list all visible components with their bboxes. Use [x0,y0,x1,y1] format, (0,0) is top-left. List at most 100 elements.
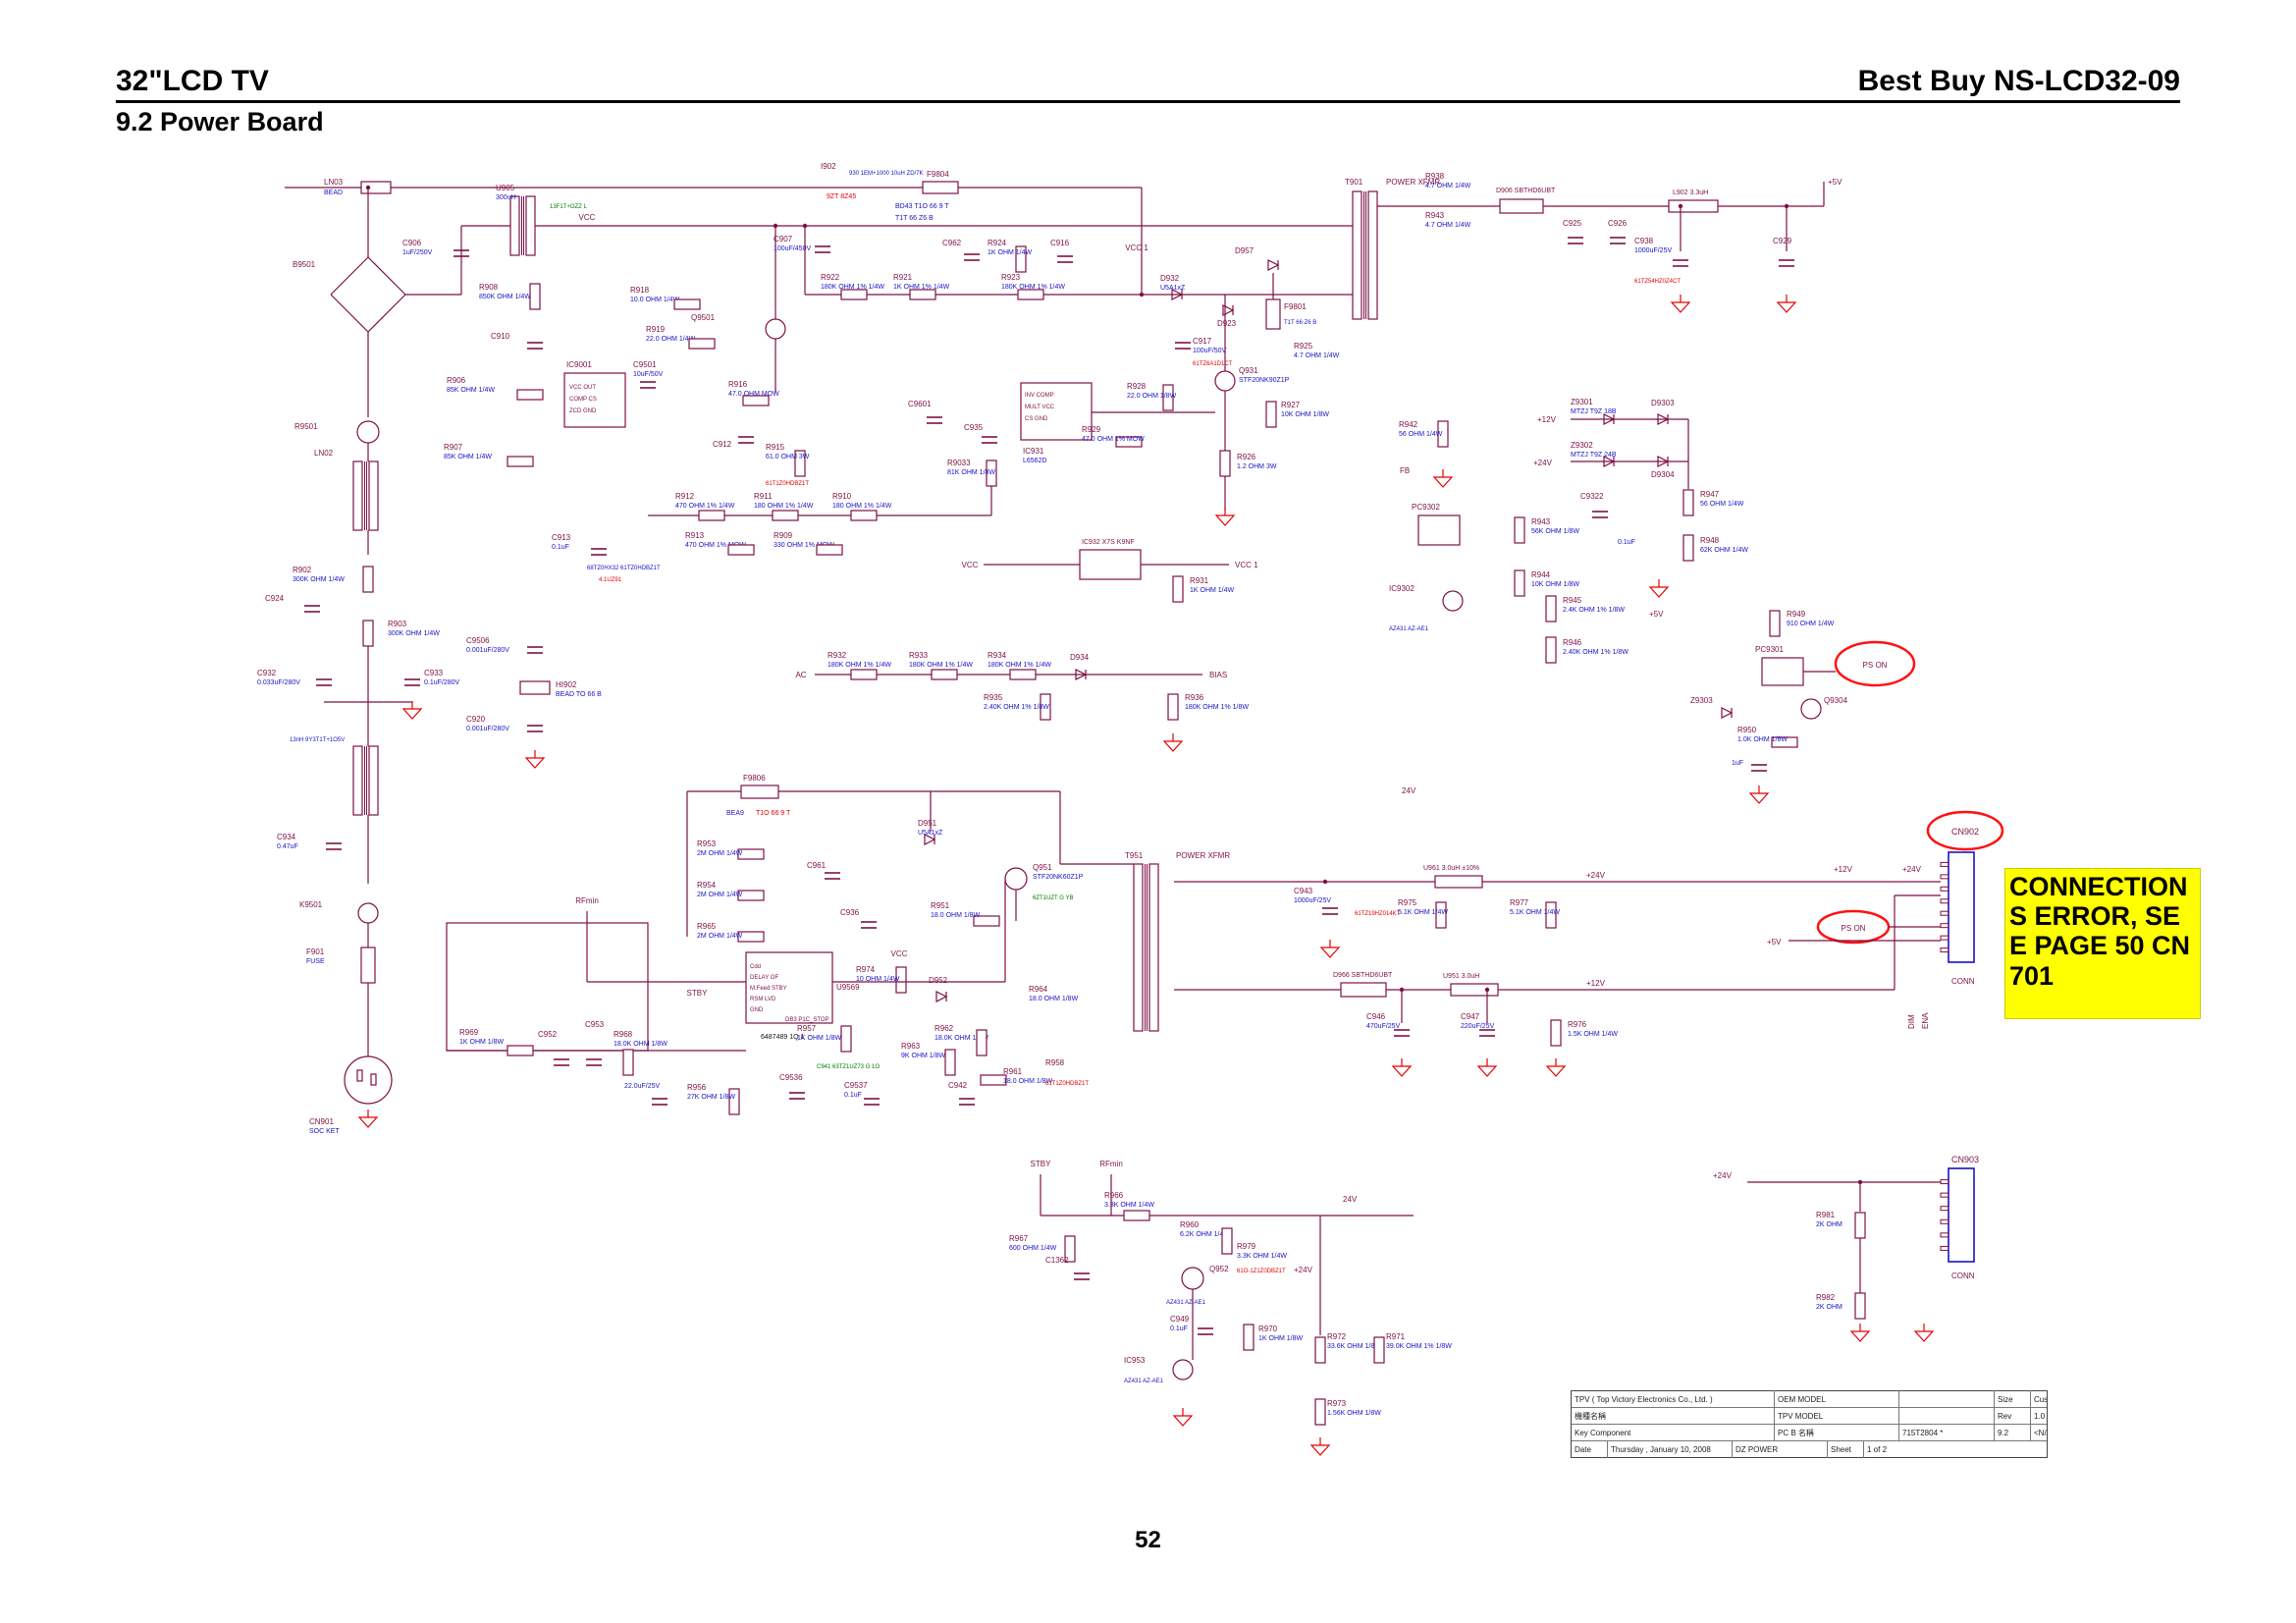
sch-l: K9501 [299,900,323,909]
sch-r [1545,636,1557,664]
sch-l: R924 [988,239,1007,247]
sch-l: 1K OHM 1% 1/4W [893,284,950,291]
sch-l: R909 [774,531,793,540]
sch-l: Q931 [1239,366,1258,375]
sch-l: 180K OHM 1% 1/4W [828,662,891,669]
choke-LN02 [368,460,379,531]
sch-di [1657,456,1670,467]
sch-l: 180K OHM 1% 1/4W [821,284,884,291]
sch-l: PS ON [1863,661,1888,670]
sch-r [1115,436,1143,448]
sch-l: 10K OHM 1/8W [1281,411,1329,418]
sch-l: +12V [1537,415,1557,424]
title-block-row: Key Component PC B 名稱 715T2804 * 9.2 <N/… [1572,1424,2047,1441]
connector-CN902 [1940,935,1949,941]
sch-l: 61T1Z0HDBZ1T [766,481,809,487]
sch-l: D951 [918,819,937,828]
connector-CN902 [1940,923,1949,929]
connector-CN902 [1940,947,1949,953]
sch-l: R926 [1237,453,1256,461]
sch-l: 4.7 OHM 1/4W [1425,222,1471,229]
transformer-T901 [1352,190,1362,320]
sch-l: R964 [1029,985,1048,994]
opto-PC9302 [1417,514,1461,546]
sch-g [1545,1065,1567,1077]
sch-l: RFmin [1099,1160,1123,1168]
sch-di [924,834,936,845]
sch-l: 1K OHM 1/8W [459,1039,505,1046]
sch-l: 18.0 OHM 1/8W [931,912,981,919]
sch-l: AZ431 AZ-AE1 [1389,626,1429,632]
ic-IC932 [1079,549,1142,580]
sch-l: R966 [1104,1191,1124,1200]
fuse-F9806 [740,784,779,799]
tb-size-label: Size [1995,1390,2031,1408]
sch-l: 61TZ54HZ0Z4CT [1634,279,1681,285]
sch-w [330,256,369,296]
sch-l: R913 [685,531,705,540]
sch-l: Z9303 [1690,696,1713,705]
sch-r [1017,289,1044,300]
sch-l: 3.3K OHM 1/4W [1104,1202,1154,1209]
sch-l: IC9302 [1389,584,1415,593]
sch-l: C941 63TZ1UZ73 G 1O [817,1064,880,1070]
mosfet-Q951 [1004,867,1028,891]
sch-l: 5.1K OHM 1/4W [1398,909,1448,916]
sch-r [1682,534,1694,562]
sch-l: D923 [1217,319,1237,328]
sch-l: SOC KET [309,1128,340,1135]
tb-date-label: Date [1572,1440,1608,1458]
sch-l: BEA9 [726,810,744,817]
sch-l: CONN [1951,1271,1975,1280]
sch-l: R918 [630,286,650,295]
fuse-F901 [360,947,376,984]
sch-l: C913 [552,533,571,542]
sch-l: 220uF/25V [1461,1023,1495,1030]
sch-l: R965 [697,922,717,931]
sch-l: STF20NK90Z1P [1239,377,1290,384]
sch-g [1776,301,1797,313]
sch-l: 180 OHM 1% 1/4W [754,503,814,510]
sch-l: 100uF/50V [1193,348,1227,354]
sch-l: R981 [1816,1211,1836,1219]
sch-l: C910 [491,332,510,341]
sch-l: I902 [821,162,836,171]
sch-r [1514,569,1525,597]
sch-l: 2.40K OHM 1% 1/8W [1563,649,1629,656]
sch-l: IC9001 [566,360,592,369]
sch-r [362,566,374,593]
sch-l: STBY [1031,1160,1052,1168]
sch-g [1913,1330,1935,1342]
sch-l: C920 [466,715,486,724]
ps-on-highlight [1834,640,1916,687]
sch-l: R934 [988,651,1007,660]
sch-l: 300uH [496,194,516,201]
sch-l: 47.0 OHM MOW [728,391,779,398]
title-block-row: 機種名稱 TPV MODEL Rev 1.0 [1572,1407,2047,1425]
sch-l: 22.0 OHM 1/8W [1127,393,1177,400]
sch-l: C932 [257,669,277,677]
sch-b [370,1073,377,1086]
sch-l: LN02 [314,449,334,458]
sch-l: R970 [1258,1325,1278,1333]
sch-l: C926 [1608,219,1628,228]
sch-l: 85K OHM 1/4W [444,454,492,460]
sch-l: 61TZ19HZ014KT [1355,911,1401,917]
sch-l: R9033 [947,459,971,467]
sch-l: R962 [934,1024,954,1033]
sch-r [850,510,878,521]
sch-l: 2K OHM [1816,1304,1842,1311]
sch-l: D957 [1235,246,1255,255]
sch-r [688,338,716,350]
sch-l: R922 [821,273,840,282]
sch-l: C916 [1050,239,1070,247]
choke-U905 [525,195,536,256]
ic-IC951 [745,951,833,1024]
sch-l: 930 1EM+1000 10uH ZD/7K [849,171,924,177]
sch-l: Z9301 [1571,398,1593,406]
sch-l: D9304 [1651,470,1675,479]
sch-l: POWER XFMR [1176,851,1230,860]
sch-r [1314,1398,1326,1426]
sch-l: 27K OHM 1/8W [687,1094,735,1101]
sch-r [1545,901,1557,929]
